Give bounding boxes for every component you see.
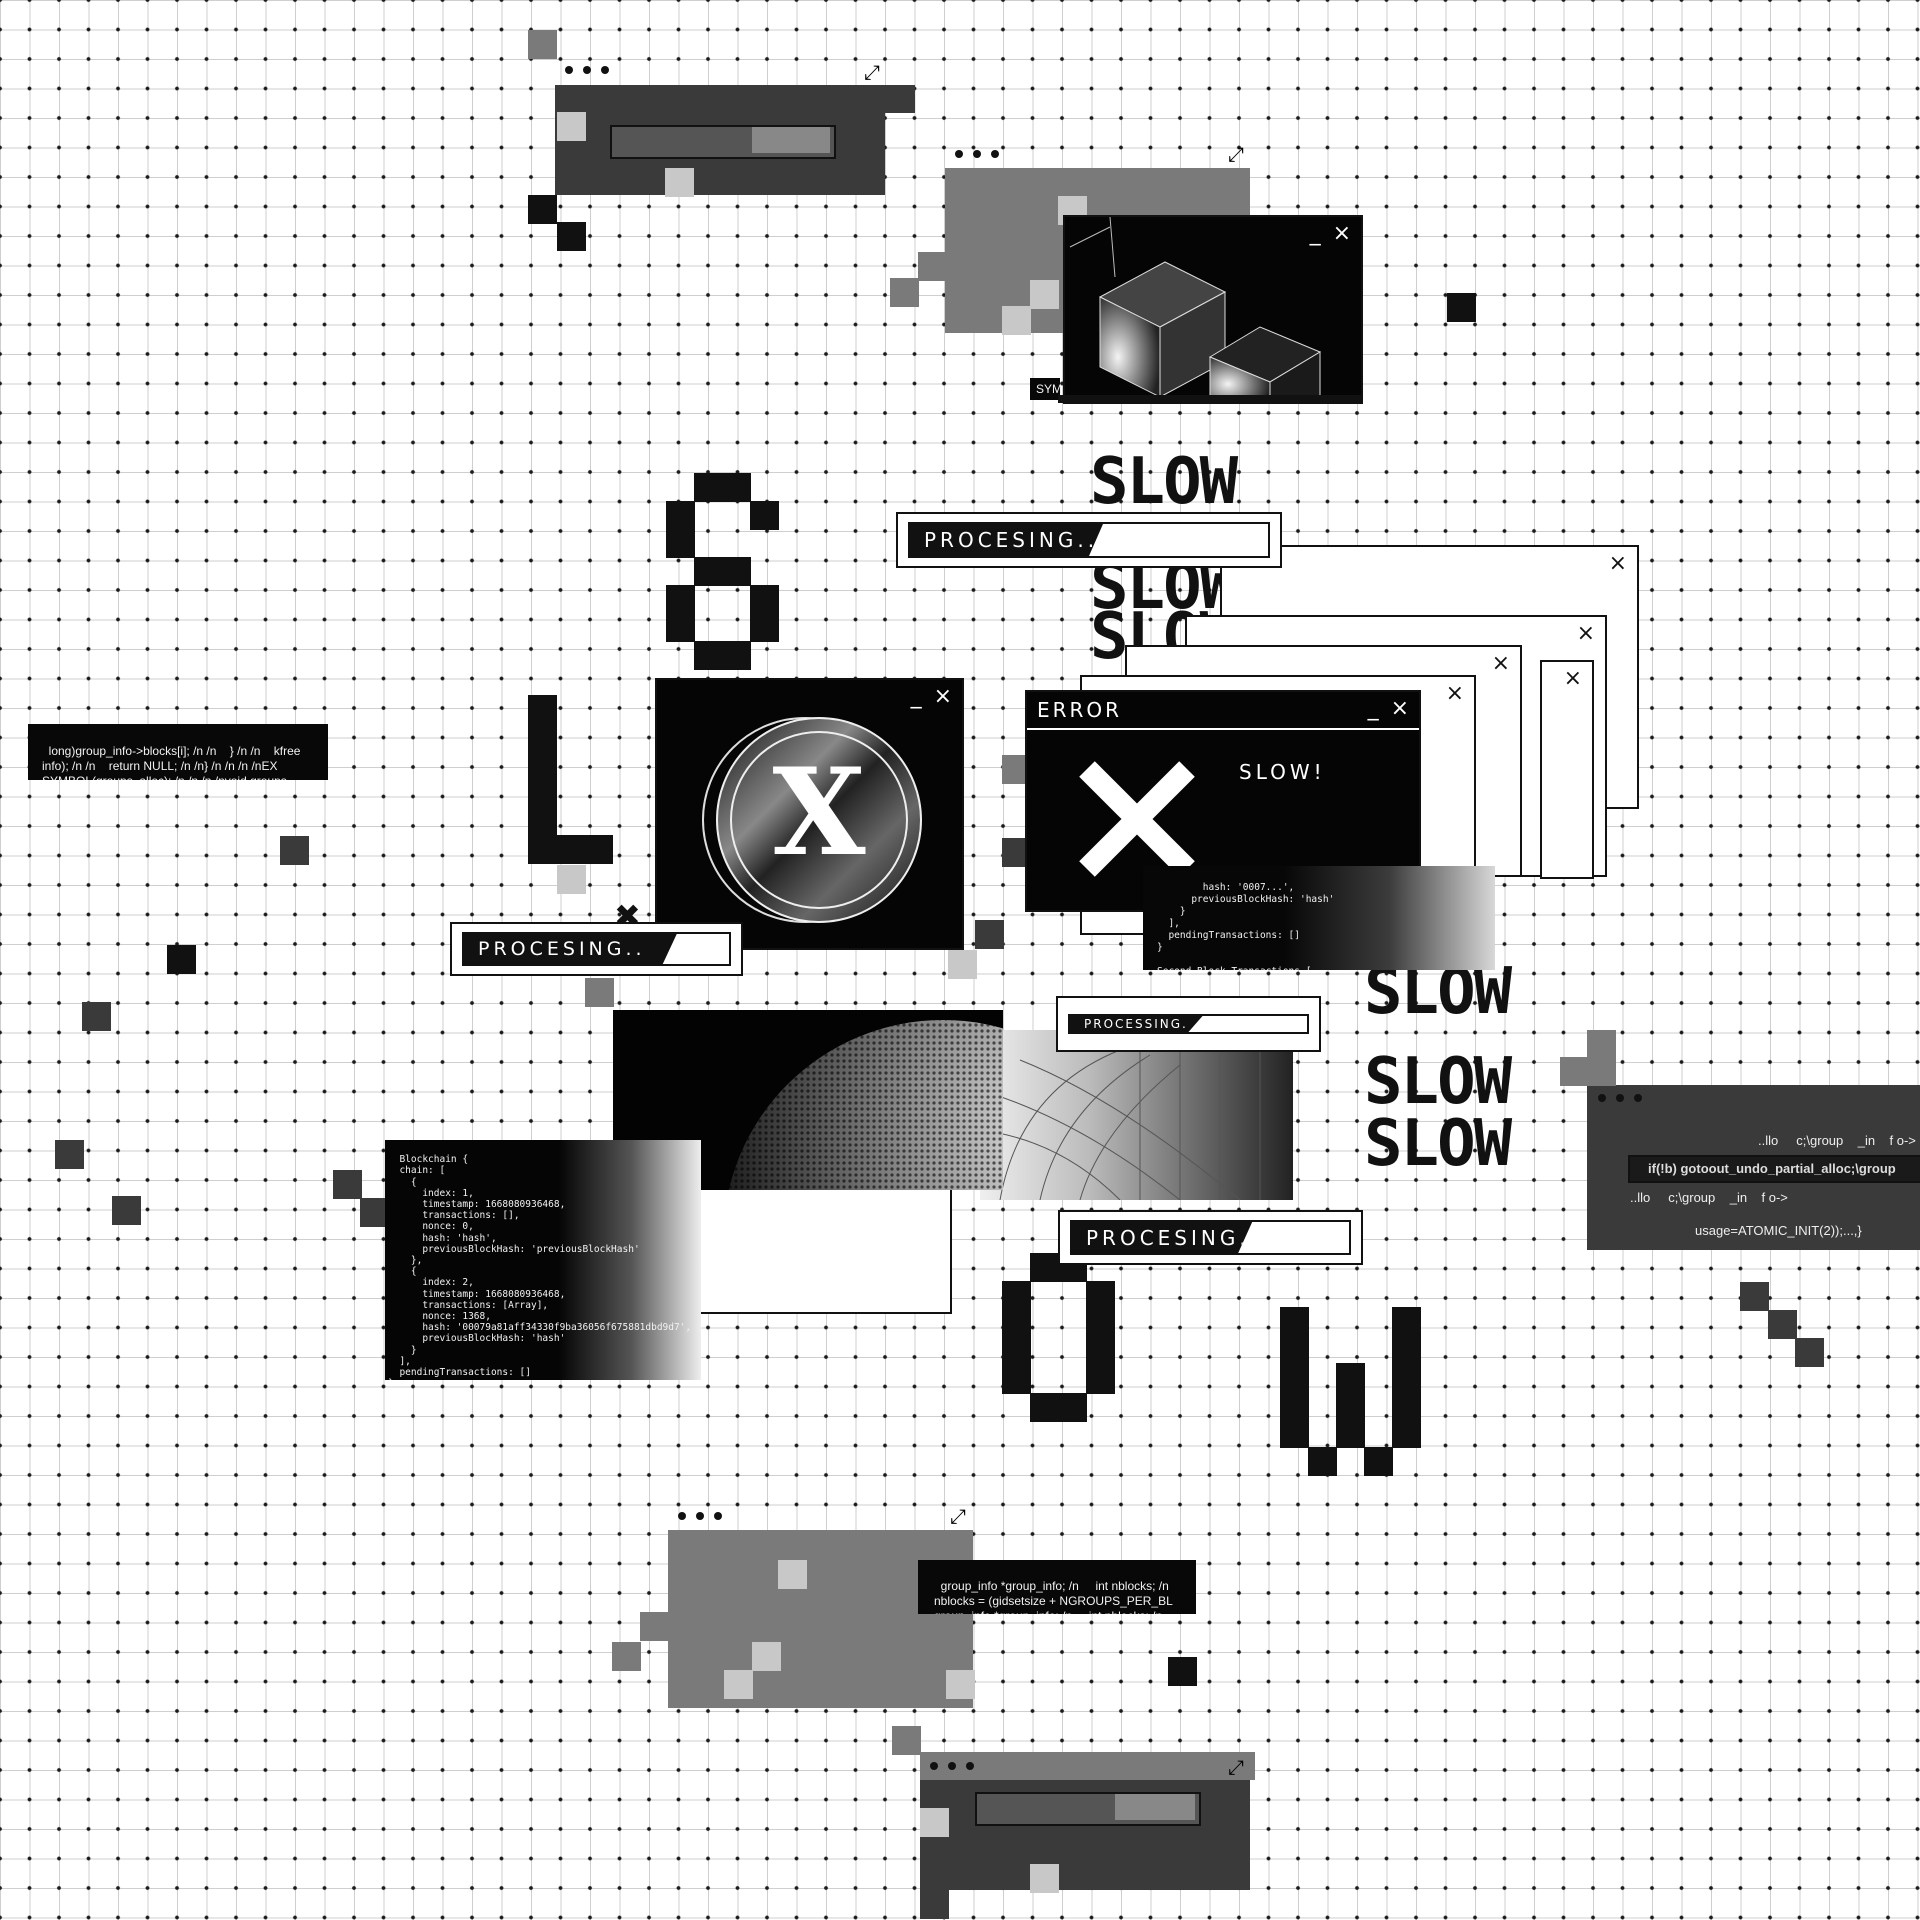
error-title: ERROR <box>1037 698 1123 722</box>
processing-bar-4: PROCESING.. <box>1058 1210 1363 1265</box>
processing-bar-2: PROCESING.. <box>450 922 743 976</box>
minimize-icon[interactable]: _ <box>910 684 922 709</box>
error-x-icon <box>1079 761 1195 877</box>
close-icon[interactable]: × <box>933 684 952 709</box>
resize-icon[interactable]: ⤢ <box>950 1504 966 1528</box>
cube-caption: SYM <box>1030 378 1062 400</box>
slow-text-4: SLOW <box>1364 955 1512 1029</box>
top-window-dots <box>565 66 609 74</box>
minimize-icon[interactable]: _ <box>1309 221 1321 246</box>
error-message: SLOW! <box>1239 760 1326 784</box>
processing-bar-3: PROCESSING. <box>1056 996 1321 1052</box>
close-icon[interactable]: × <box>1491 651 1510 676</box>
close-icon[interactable]: × <box>1445 681 1464 706</box>
coin-letter: X <box>772 742 866 883</box>
cube-graphic <box>1069 217 1322 402</box>
cube-window[interactable]: _× <box>1063 215 1363 404</box>
progress-fill: PROCESING.. <box>464 934 677 964</box>
slow-text-1: SLOW <box>1090 445 1238 519</box>
close-icon[interactable]: × <box>1390 696 1409 721</box>
planet-panel <box>613 1010 1003 1190</box>
planet-window-back <box>694 1175 952 1314</box>
code-snippet-left: long)group_info->blocks[i]; /n /n } /n /… <box>28 724 328 780</box>
coin-window[interactable]: _ × X <box>655 678 964 950</box>
resize-icon[interactable]: ⤢ <box>1228 142 1244 166</box>
progress-fill: PROCESING.. <box>910 524 1103 556</box>
close-icon[interactable]: × <box>1576 621 1595 646</box>
code-snippet-bottom: group_info *group_info; /n int nblocks; … <box>918 1560 1196 1614</box>
blockchain-code-panel: Blockchain { chain: [ { index: 1, timest… <box>385 1140 701 1380</box>
progress-fill: PROCESING.. <box>1072 1222 1252 1253</box>
coin-graphic <box>702 717 922 923</box>
progress-fill: PROCESSING. <box>1070 1016 1203 1032</box>
processing-bar-1: PROCESING.. <box>896 512 1282 568</box>
resize-icon[interactable]: ⤢ <box>864 60 880 84</box>
stack-window-4[interactable]: × <box>1540 660 1594 879</box>
slow-text-6: SLOW <box>1364 1107 1512 1181</box>
slow-text-5: SLOW <box>1364 1045 1512 1119</box>
resize-icon[interactable]: ⤢ <box>1228 1755 1244 1779</box>
block-code-overlay: hash: '0007...', previousBlockHash: 'has… <box>1143 866 1495 970</box>
close-icon[interactable]: × <box>1608 551 1627 576</box>
close-icon[interactable]: × <box>1332 221 1351 246</box>
grid-tunnel-panel <box>980 1030 1293 1200</box>
minimize-icon[interactable]: _ <box>1367 696 1379 721</box>
close-icon[interactable]: × <box>1563 666 1582 691</box>
